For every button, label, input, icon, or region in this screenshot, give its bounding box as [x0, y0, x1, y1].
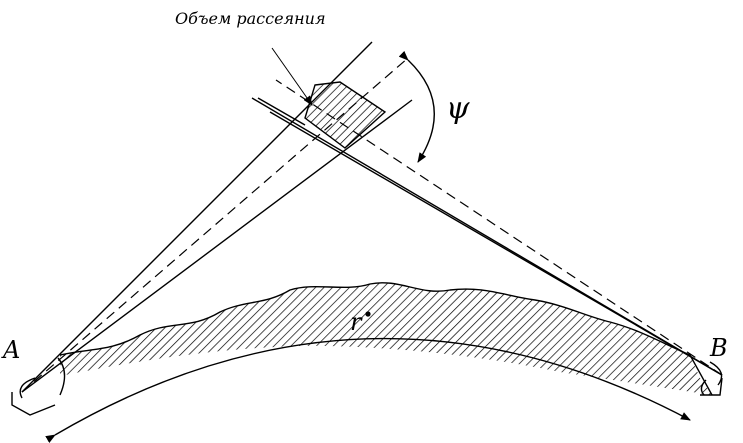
diagram-title: Объем рассеяния: [175, 9, 326, 28]
beam-b-lower-edge: [269, 111, 723, 376]
earth-curvature-arc: [45, 337, 691, 443]
beam-a-lower-edge: [21, 99, 413, 393]
antenna-b: [700, 361, 723, 396]
antenna-b-lobe: [700, 379, 707, 396]
point-a-label: A: [1, 336, 20, 364]
point-b-label: B: [709, 334, 728, 362]
antenna-a: [19, 357, 66, 399]
center-r-label: r: [350, 308, 363, 336]
center-dot: [365, 311, 371, 317]
ground-block-a: [11, 392, 56, 416]
beam-b-edge-extension: [257, 97, 306, 126]
angle-psi-arc: [398, 50, 435, 163]
angle-psi-label: ψ: [446, 91, 470, 126]
terrain-profile: [59, 282, 713, 396]
ground-block-b: [700, 377, 723, 396]
antenna-a-reflector: [19, 377, 36, 399]
beam-from-b: [251, 79, 723, 376]
antenna-a-lobe: [57, 357, 66, 396]
scattering-volume: [304, 81, 387, 149]
antenna-b-reflector: [709, 361, 723, 386]
title-leader-line: [271, 47, 313, 106]
beam-b-axis: [275, 79, 723, 376]
